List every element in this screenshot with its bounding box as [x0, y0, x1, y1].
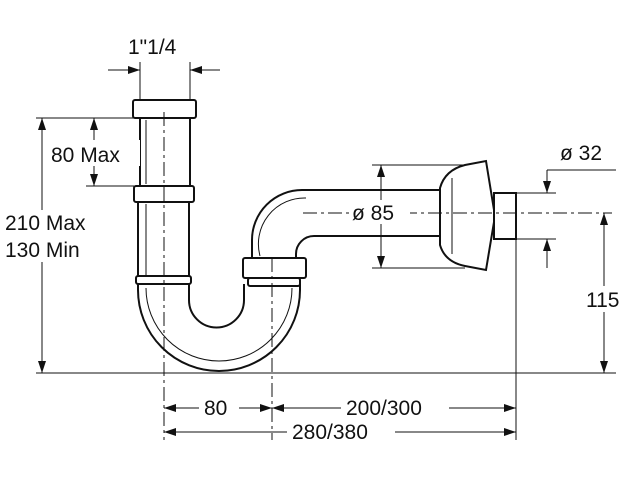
total-reach-label: 280/380	[292, 421, 368, 444]
trap-width-label: 80	[204, 397, 227, 420]
height-min-label: 130 Min	[5, 239, 80, 262]
wall-rosette	[439, 159, 517, 272]
outlet-arm	[251, 189, 440, 258]
top-diameter-label: 1"1/4	[128, 36, 177, 59]
dim-upper-height: 80 Max	[48, 117, 140, 187]
outlet-diameter-label: ø 32	[560, 142, 602, 165]
trap-diameter-label: ø 85	[352, 202, 394, 225]
dim-horizontal-total: 280/380	[164, 419, 516, 444]
outlet-spigot	[493, 192, 517, 240]
dim-outlet-height: 115	[584, 213, 626, 373]
dim-top-diameter: 1"1/4	[108, 36, 220, 100]
outlet-height-label: 115	[586, 289, 619, 312]
tailpiece	[132, 99, 197, 285]
dim-trap-diameter: ø 85	[350, 164, 465, 269]
horizontal-reach-label: 200/300	[346, 397, 422, 420]
union-nut	[242, 257, 307, 287]
dim-total-height: 210 Max 130 Min	[4, 117, 140, 373]
dim-horizontal-upper: 80 200/300	[164, 395, 516, 420]
height-max-label: 210 Max	[5, 212, 86, 235]
dim-outlet-diameter: ø 32	[516, 142, 616, 268]
u-bend	[137, 284, 301, 372]
upper-height-label: 80 Max	[51, 144, 120, 167]
